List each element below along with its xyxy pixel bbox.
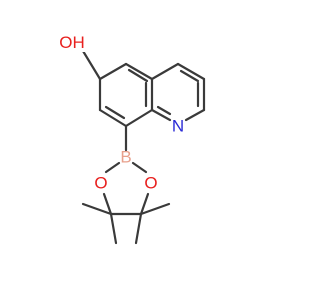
bond: [139, 202, 171, 216]
bond: [104, 105, 126, 120]
bond: [134, 212, 143, 245]
boron-atom: B: [120, 148, 131, 167]
bond: [127, 68, 149, 83]
bond: [156, 105, 172, 116]
bond: [104, 161, 121, 174]
bond: [131, 161, 148, 174]
boronate-oxygen-right: O: [144, 174, 157, 193]
bond: [124, 62, 154, 81]
bond: [81, 202, 113, 216]
atom-labels: OH N B O O: [58, 32, 184, 193]
molecule-diagram: OH N B O O: [58, 32, 206, 245]
nitrogen-label: N: [172, 117, 184, 136]
molecule-structure: OH N B O O: [58, 32, 206, 245]
bond: [150, 108, 172, 122]
hydroxyl-label: OH: [59, 33, 85, 52]
bond: [98, 62, 128, 81]
ring-nitrogen: N: [172, 117, 184, 136]
bonds: [81, 49, 206, 245]
bond: [98, 108, 128, 128]
oxygen-left-label: O: [94, 174, 107, 193]
bond: [81, 49, 102, 81]
bond: [184, 108, 206, 122]
bond: [139, 192, 150, 216]
hydroxyl-group: OH: [58, 32, 86, 52]
boronate-oxygen-left: O: [94, 174, 107, 193]
oxygen-right-label: O: [144, 174, 157, 193]
bond: [102, 192, 113, 216]
boron-label: B: [120, 148, 131, 167]
bond: [176, 62, 206, 81]
hydroxyl-hydrogen: H: [72, 33, 84, 52]
bond: [124, 108, 154, 128]
bond: [179, 69, 200, 83]
bond: [150, 62, 180, 81]
bond: [109, 212, 118, 245]
hydroxyl-oxygen: O: [59, 33, 72, 52]
